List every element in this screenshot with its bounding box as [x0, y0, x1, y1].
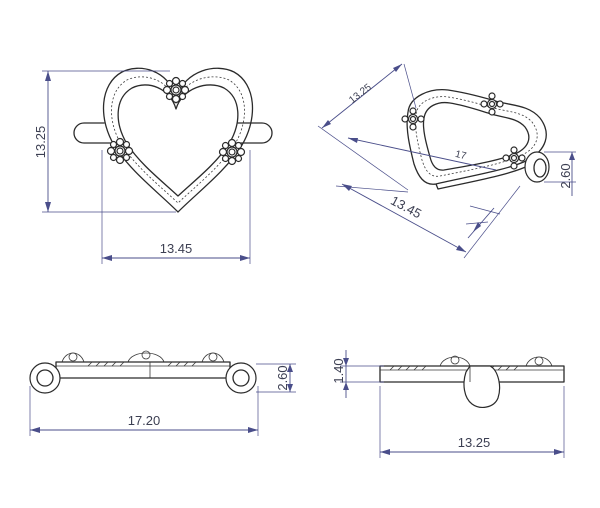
- iso-heart-band: [415, 96, 538, 177]
- heart-outer-outline: [102, 67, 254, 213]
- flower-right-icon: [218, 138, 246, 166]
- front-height-dim: 13.25: [33, 126, 48, 159]
- flower-left-icon: [106, 137, 134, 165]
- side-width-dim: 13.25: [458, 435, 491, 450]
- iso-heart-inner: [422, 101, 530, 171]
- isometric-view: 13.25 17 13.45 2.60: [317, 63, 576, 259]
- side-height-dim: 1.40: [331, 358, 346, 383]
- iso-width-dim: 13.45: [388, 193, 424, 222]
- flower-top-icon: [162, 76, 190, 104]
- bottom-bar: [55, 361, 231, 379]
- bottom-view: 17.20 2.60: [29, 350, 296, 436]
- front-view: 13.25 13.45: [33, 67, 273, 264]
- iso-top-dim: 13.25: [347, 82, 374, 106]
- iso-flower-right-icon: [502, 146, 526, 170]
- iso-heart-outer: [406, 89, 547, 185]
- iso-flower-top-icon: [480, 92, 504, 116]
- front-width-dim: 13.45: [160, 241, 193, 256]
- iso-flower-left-icon: [401, 107, 425, 131]
- bottom-width-dim: 17.20: [128, 413, 161, 428]
- bottom-height-dim: 2.60: [275, 365, 290, 390]
- heart-bead-band: [111, 76, 245, 204]
- side-view: 1.40 13.25: [331, 350, 565, 458]
- heart-inner-outline: [117, 84, 239, 197]
- front-left-bar: [73, 122, 113, 144]
- iso-side-dim: 2.60: [558, 163, 573, 188]
- front-right-bar: [231, 122, 273, 144]
- right-ring: [225, 362, 257, 394]
- left-ring: [29, 362, 61, 394]
- iso-middle-dim: 17: [454, 149, 468, 162]
- side-tube: [463, 365, 501, 408]
